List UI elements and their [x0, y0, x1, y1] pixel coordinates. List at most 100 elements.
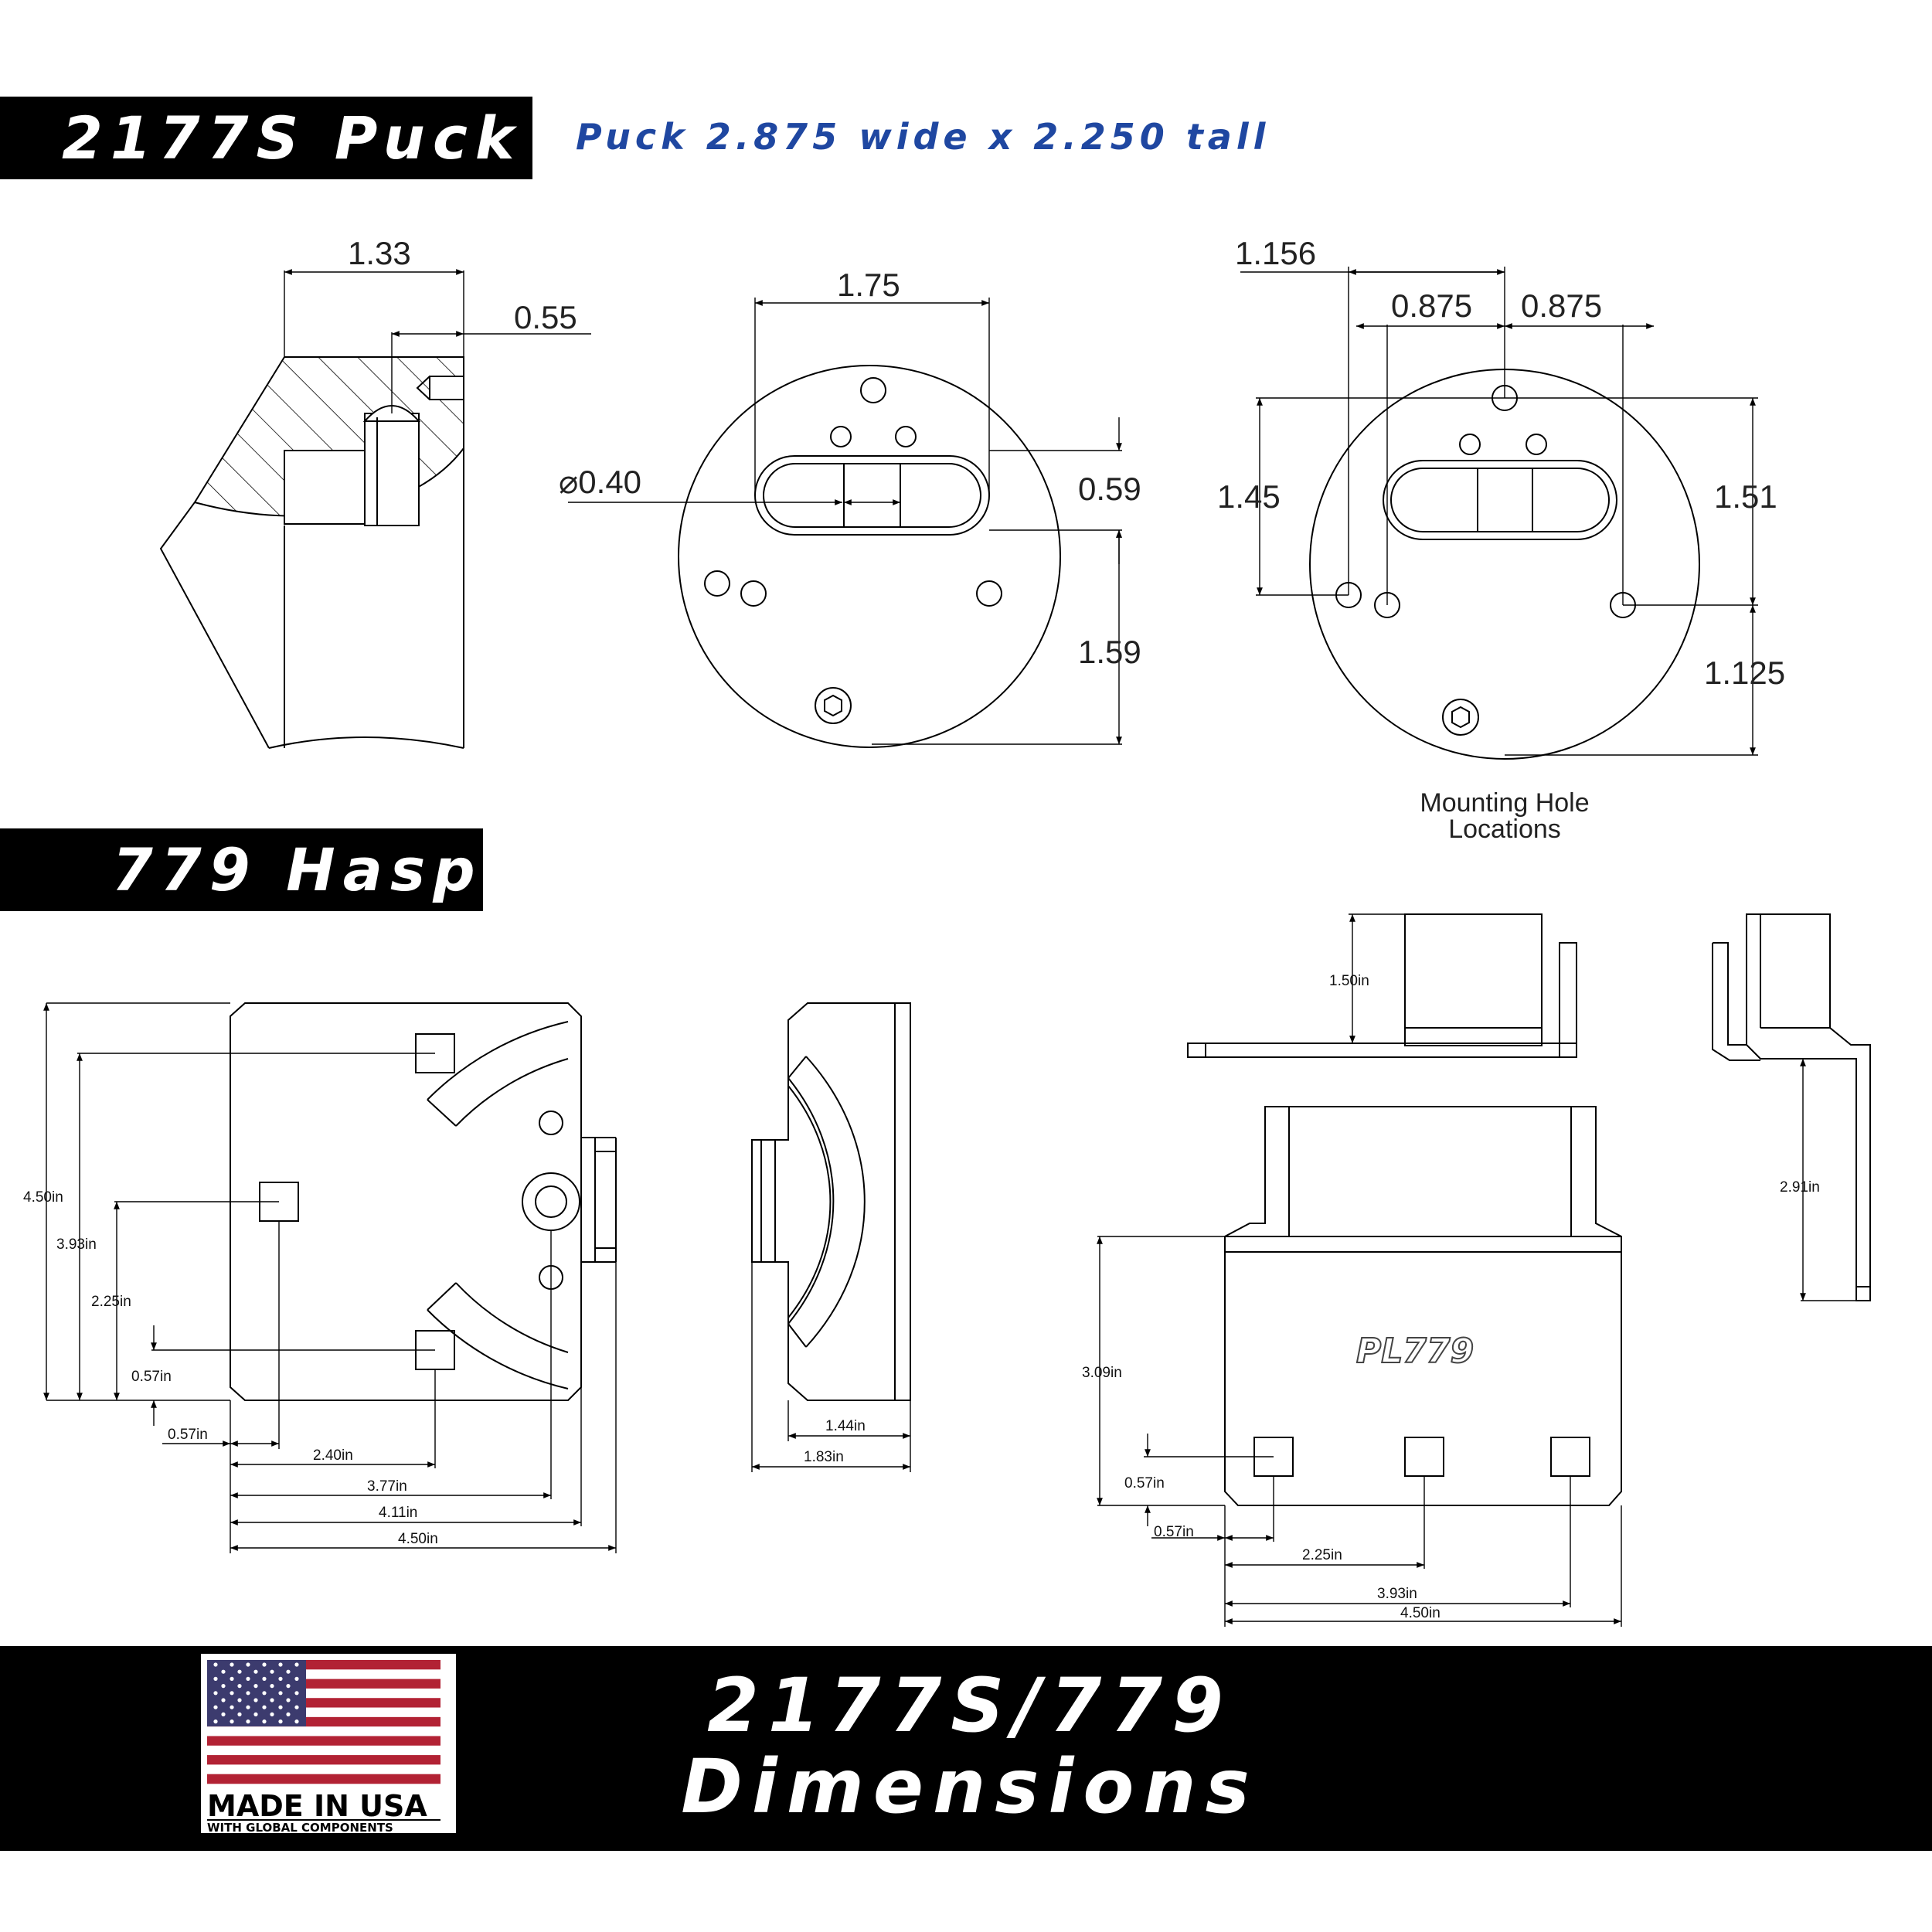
dim-label: 4.50in — [398, 1531, 438, 1547]
dim-label: 2.40in — [313, 1447, 353, 1464]
dim-label: 0.55 — [514, 299, 577, 335]
dim-label: 2.25in — [91, 1294, 131, 1310]
hasp-side-view: 1.44in 1.83in — [751, 1002, 911, 1472]
badge-line2: WITH GLOBAL COMPONENTS — [207, 1821, 393, 1835]
flag-star — [270, 1669, 274, 1674]
flag-star — [278, 1662, 283, 1667]
flag-stripe — [207, 1736, 440, 1747]
puck-subtitle: Puck 2.875 wide x 2.250 tall — [576, 116, 1270, 158]
flag-star — [270, 1712, 274, 1716]
dim-label: 3.93in — [56, 1236, 97, 1253]
flag-star — [230, 1676, 234, 1681]
flag-star — [213, 1719, 218, 1724]
dim-label: 3.93in — [1377, 1586, 1417, 1602]
hasp-banner-title: 779 Hasp — [112, 835, 483, 904]
flag-star — [294, 1662, 299, 1667]
dim-label: 1.51 — [1714, 478, 1777, 515]
flag-star — [253, 1712, 258, 1716]
flag-star — [221, 1684, 226, 1689]
flag-star — [246, 1691, 250, 1696]
flag-stripe — [207, 1755, 440, 1765]
puck-front-view: 1.75 ⌀0.40 0.59 1.59 — [559, 267, 1141, 748]
flag-star — [237, 1684, 242, 1689]
dim-label: 0.875 — [1391, 287, 1472, 324]
flag-stripe — [207, 1764, 440, 1774]
dim-label: 2.91in — [1780, 1179, 1820, 1196]
puck-banner-title: 2177S Puck — [62, 104, 522, 172]
puck-banner: 2177S Puck — [0, 97, 532, 179]
dim-label: 0.57in — [1154, 1524, 1194, 1540]
mounting-caption-line1: Mounting Hole — [1420, 788, 1589, 818]
flag-star — [253, 1684, 258, 1689]
dim-label: 4.50in — [23, 1189, 63, 1206]
dim-label: 0.57in — [1124, 1475, 1165, 1492]
flag-star — [237, 1669, 242, 1674]
flag-star — [246, 1705, 250, 1709]
dim-label: 4.11in — [379, 1505, 417, 1521]
dim-label: 1.75 — [837, 267, 900, 303]
dim-label: 0.57in — [168, 1427, 208, 1443]
flag-star — [262, 1691, 267, 1696]
flag-star — [270, 1698, 274, 1702]
flag-stripe — [207, 1745, 440, 1756]
flag-star — [246, 1719, 250, 1724]
flag-star — [246, 1662, 250, 1667]
flag-star — [294, 1705, 299, 1709]
flag-star — [278, 1676, 283, 1681]
dim-label: 1.83in — [804, 1449, 844, 1465]
dim-label: ⌀0.40 — [559, 464, 641, 500]
dim-label: 1.44in — [825, 1418, 866, 1434]
dim-label: 1.50in — [1329, 973, 1369, 989]
hasp-top-view: 1.50in — [1187, 913, 1577, 1058]
us-flag-icon — [207, 1660, 440, 1784]
dim-label: 3.77in — [367, 1478, 407, 1495]
flag-star — [237, 1698, 242, 1702]
flag-star — [246, 1676, 250, 1681]
flag-star — [253, 1669, 258, 1674]
flag-star — [221, 1712, 226, 1716]
puck-mounting-view: 1.156 0.875 0.875 1.45 1.51 1.125 Mounti… — [1217, 235, 1785, 844]
dim-label: 1.59 — [1078, 634, 1141, 670]
flag-star — [286, 1669, 291, 1674]
dim-label: 1.156 — [1235, 235, 1316, 271]
flag-star — [262, 1705, 267, 1709]
flag-star — [294, 1691, 299, 1696]
flag-star — [270, 1684, 274, 1689]
plate-label: PL779 — [1356, 1332, 1474, 1371]
flag-star — [262, 1676, 267, 1681]
flag-star — [286, 1684, 291, 1689]
dim-label: 1.125 — [1704, 655, 1785, 691]
hasp-front-view: 4.50in 3.93in 2.25in 0.57in 0.57in 2.40i… — [23, 1002, 617, 1553]
dim-label: 2.25in — [1302, 1547, 1342, 1563]
flag-star — [213, 1705, 218, 1709]
flag-star — [213, 1676, 218, 1681]
hasp-banner: 779 Hasp — [0, 828, 483, 911]
footer-title-line1: 2177S/779 — [707, 1662, 1233, 1749]
flag-star — [213, 1662, 218, 1667]
flag-star — [221, 1669, 226, 1674]
flag-star — [230, 1662, 234, 1667]
made-in-usa-badge: MADE IN USA WITH GLOBAL COMPONENTS — [201, 1654, 456, 1835]
flag-star — [278, 1705, 283, 1709]
dim-label: 4.50in — [1400, 1605, 1440, 1621]
flag-star — [294, 1676, 299, 1681]
hasp-right-view: 2.91in — [1712, 913, 1871, 1301]
flag-star — [230, 1705, 234, 1709]
flag-star — [230, 1719, 234, 1724]
flag-star — [253, 1698, 258, 1702]
footer-title: 2177S/779 Dimensions — [0, 1665, 1932, 1828]
dim-label: 0.875 — [1521, 287, 1602, 324]
flag-star — [262, 1662, 267, 1667]
dim-label: 1.33 — [348, 235, 411, 271]
hasp-plate-view: PL779 3.09in 0.57in 0.57in 2.25in 3.93in… — [1082, 1106, 1622, 1627]
flag-stripe — [207, 1726, 440, 1736]
flag-star — [262, 1719, 267, 1724]
flag-star — [286, 1712, 291, 1716]
dim-label: 3.09in — [1082, 1365, 1122, 1381]
puck-side-section-view: 1.33 0.55 — [159, 235, 591, 749]
flag-star — [230, 1691, 234, 1696]
mounting-caption-line2: Locations — [1448, 815, 1561, 844]
dim-label: 1.45 — [1217, 478, 1281, 515]
flag-star — [278, 1691, 283, 1696]
